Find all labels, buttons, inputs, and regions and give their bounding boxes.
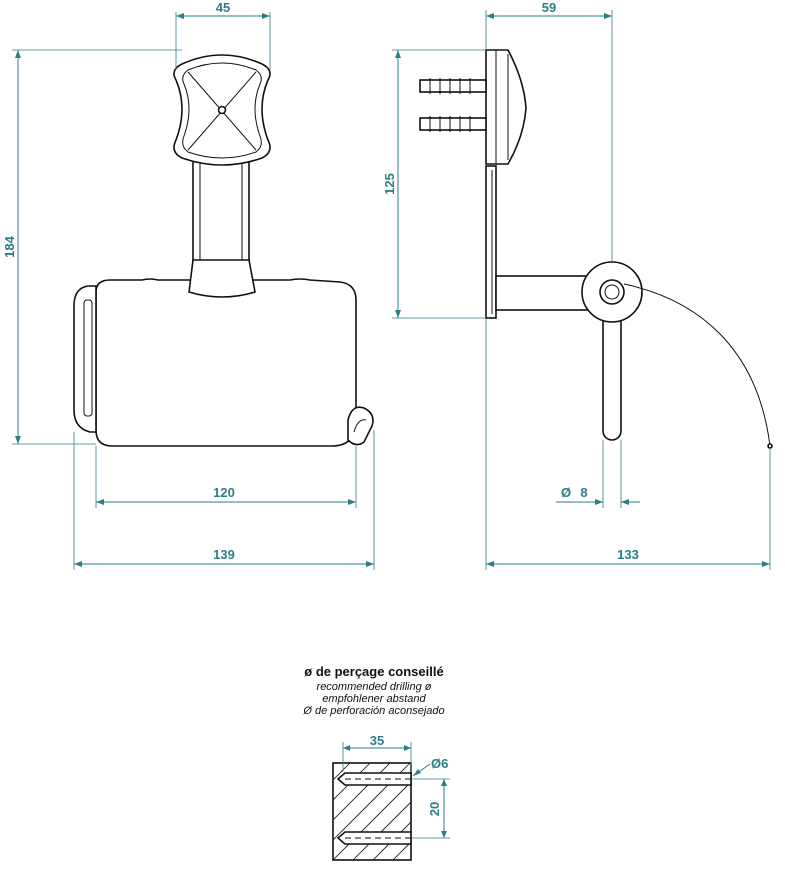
drilling-line-en: recommended drilling ø [317,681,432,693]
dim-side-diameter: 8 [580,485,587,500]
side-view [419,49,773,449]
wall-plug-lower [419,116,487,132]
drilling-detail: 35 Ø6 20 [332,733,450,861]
front-roll-cover [95,278,357,447]
drilling-line-de: empfohlener abstand [322,693,426,705]
dim-side-depth-top: 59 [542,0,556,15]
dim-front-height: 184 [2,235,17,257]
drilling-line-es: Ø de perforación aconsejado [302,705,444,717]
wall-plug-upper [419,78,487,94]
dim-drill-width: 35 [370,733,384,748]
front-collar [188,259,256,298]
dim-front-roll-width: 120 [213,485,235,500]
dim-drill-spacing: 20 [427,802,442,816]
front-dimensions: 45 184 120 139 [2,0,375,570]
side-flap-wire [623,283,771,447]
side-back-plate [485,165,497,319]
side-wall-flange [485,49,527,165]
flange-screw [217,105,227,115]
front-roll-arm [73,285,97,433]
dim-drill-hole-diameter: Ø6 [431,756,448,771]
front-roll-hook [347,406,374,446]
side-arm [495,275,589,311]
dim-side-total-depth: 133 [617,547,639,562]
dim-front-total-width: 139 [213,547,235,562]
front-view [73,54,374,447]
drill-hole-lower [336,831,412,845]
drilling-note: ø de perçage conseillé recommended drill… [302,664,444,717]
side-dimensions: 59 125 Ø 8 133 [382,0,771,570]
drill-hole-upper [336,772,412,786]
dim-side-height: 125 [382,173,397,195]
dim-side-diameter-symbol: Ø [561,485,571,500]
dim-front-width-top: 45 [216,0,230,15]
drilling-title: ø de perçage conseillé [304,664,443,679]
